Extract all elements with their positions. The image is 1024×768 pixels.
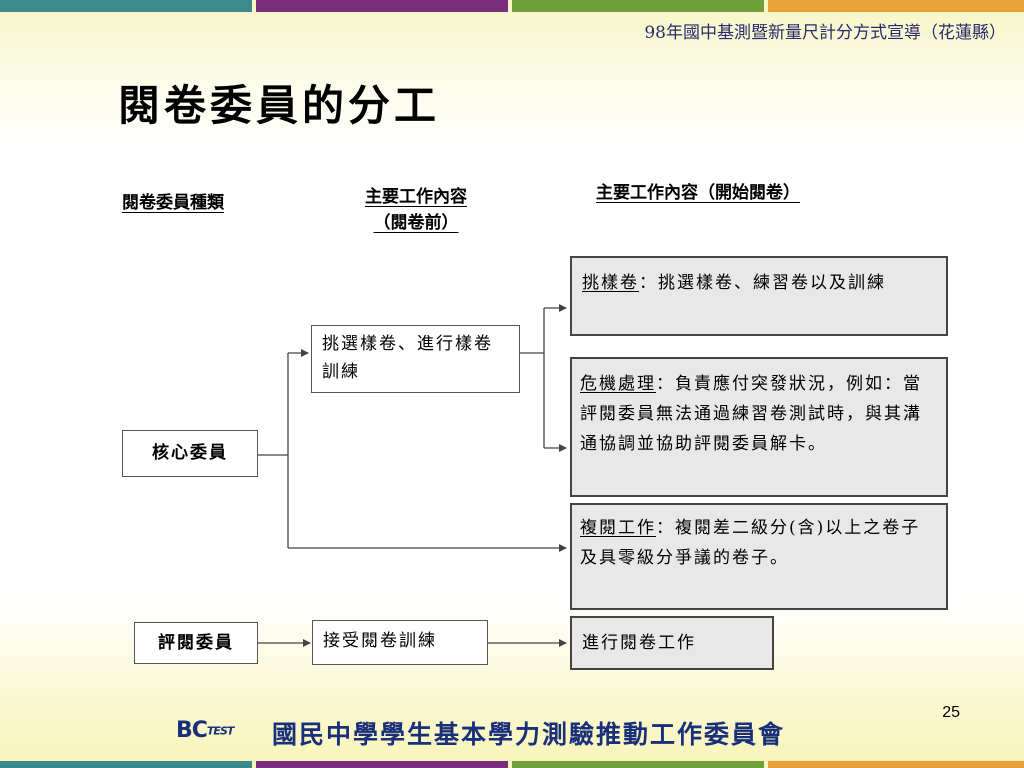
- review-work-box: 複閱工作：複閱差二級分(含)以上之卷子及具零級分爭議的卷子。: [570, 503, 948, 610]
- column-header-before: 主要工作內容 （閱卷前）: [336, 184, 496, 236]
- crisis-handling-text: ：負責應付突發狀況，例如：當評閱委員無法通過練習卷測試時，與其溝通協調並協助評閱…: [580, 374, 922, 454]
- review-work-label: 複閱工作: [580, 518, 656, 538]
- column-header-during: 主要工作內容（開始閱卷）: [596, 183, 800, 203]
- header-stripe-orange: [768, 0, 1024, 12]
- column-header-before-line2: （閱卷前）: [373, 213, 459, 233]
- header-stripe-green: [512, 0, 764, 12]
- sample-selection-label: 挑樣卷: [582, 273, 639, 293]
- review-work-text: ：複閱差二級分(含)以上之卷子及具零級分爭議的卷子。: [580, 518, 921, 568]
- reviewer-work-box: 進行閱卷工作: [570, 616, 774, 670]
- column-header-before-line1: 主要工作內容: [365, 187, 467, 207]
- bctest-logo-main: BC: [176, 718, 208, 743]
- footer-stripe-purple: [256, 761, 508, 768]
- footer-organization: 國民中學學生基本學力測驗推動工作委員會: [272, 720, 786, 749]
- reviewer-before-task-box: 接受閱卷訓練: [312, 620, 488, 665]
- header-stripe-teal: [0, 0, 252, 12]
- bctest-logo: BCTEST: [176, 718, 234, 743]
- header-title: 98年國中基測暨新量尺計分方式宣導（花蓮縣）: [644, 23, 1006, 43]
- slide-title: 閱卷委員的分工: [118, 81, 441, 130]
- sample-selection-text: ：挑選樣卷、練習卷以及訓練: [639, 273, 886, 293]
- crisis-handling-box: 危機處理：負責應付突發狀況，例如：當評閱委員無法通過練習卷測試時，與其溝通協調並…: [570, 357, 948, 497]
- page-number: 25: [942, 704, 960, 721]
- column-header-type: 閱卷委員種類: [122, 193, 224, 213]
- footer-stripe-orange: [768, 761, 1024, 768]
- crisis-handling-label: 危機處理: [580, 374, 656, 394]
- footer-stripe-teal: [0, 761, 252, 768]
- bctest-logo-sub: TEST: [206, 724, 234, 738]
- role-reviewer-committee: 評閱委員: [134, 622, 258, 664]
- role-core-committee: 核心委員: [122, 430, 258, 477]
- header-stripe-purple: [256, 0, 508, 12]
- footer-stripe-green: [512, 761, 764, 768]
- sample-selection-box: 挑樣卷：挑選樣卷、練習卷以及訓練: [570, 256, 948, 336]
- core-before-task-box: 挑選樣卷、進行樣卷訓練: [311, 325, 520, 393]
